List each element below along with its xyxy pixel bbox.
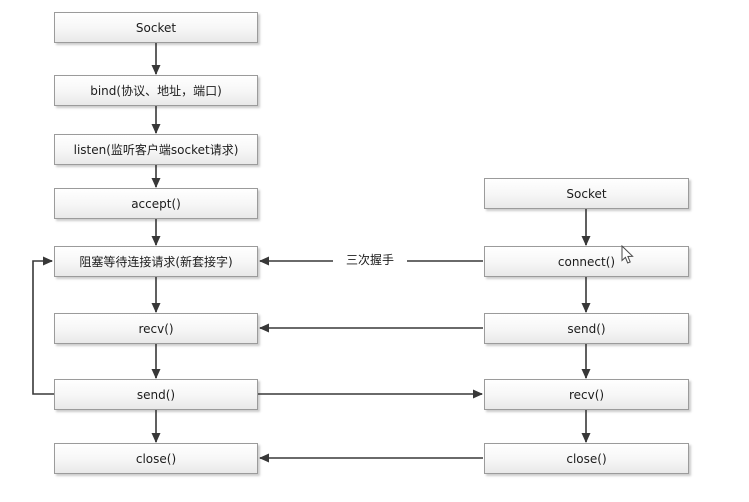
flow-box-client-close: close() xyxy=(484,443,689,474)
flow-box-server-bind: bind(协议、地址，端口) xyxy=(54,75,258,106)
flow-box-server-send: send() xyxy=(54,379,258,410)
flow-box-server-accept: accept() xyxy=(54,188,258,219)
flow-box-server-listen: listen(监听客户端socket请求) xyxy=(54,134,258,165)
flow-box-server-close: close() xyxy=(54,443,258,474)
flow-box-server-recv: recv() xyxy=(54,313,258,344)
flow-box-client-connect: connect() xyxy=(484,246,689,277)
flow-box-client-send: send() xyxy=(484,313,689,344)
flow-box-server-socket: Socket xyxy=(54,12,258,43)
handshake-label: 三次握手 xyxy=(333,253,407,268)
flow-box-client-recv: recv() xyxy=(484,379,689,410)
arrow-loop-send-to-block xyxy=(32,260,54,395)
flow-box-client-socket: Socket xyxy=(484,178,689,209)
flow-box-server-block-wait: 阻塞等待连接请求(新套接字) xyxy=(54,246,258,277)
